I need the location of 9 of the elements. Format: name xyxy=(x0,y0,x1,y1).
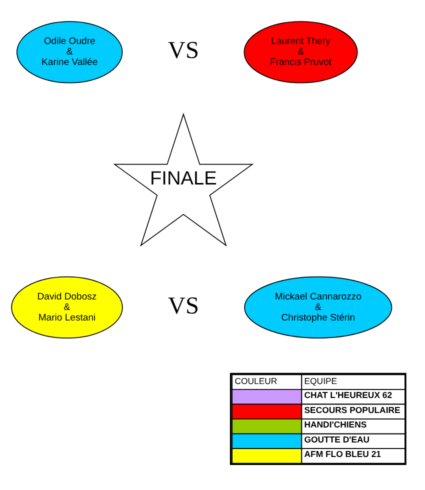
legend-label: CHAT L'HEUREUX 62 xyxy=(304,390,392,400)
label: EQUIPE xyxy=(304,376,338,386)
legend-label: AFM FLO BLEU 21 xyxy=(304,449,381,460)
legend-label: HANDI'CHIENS xyxy=(304,420,367,430)
label: COULEUR xyxy=(234,376,278,386)
label: VS xyxy=(168,37,200,64)
label: VS xyxy=(168,292,200,320)
legend-label: GOUTTE D'EAU xyxy=(304,434,370,444)
legend-label: SECOURS POPULAIRE xyxy=(304,404,400,415)
